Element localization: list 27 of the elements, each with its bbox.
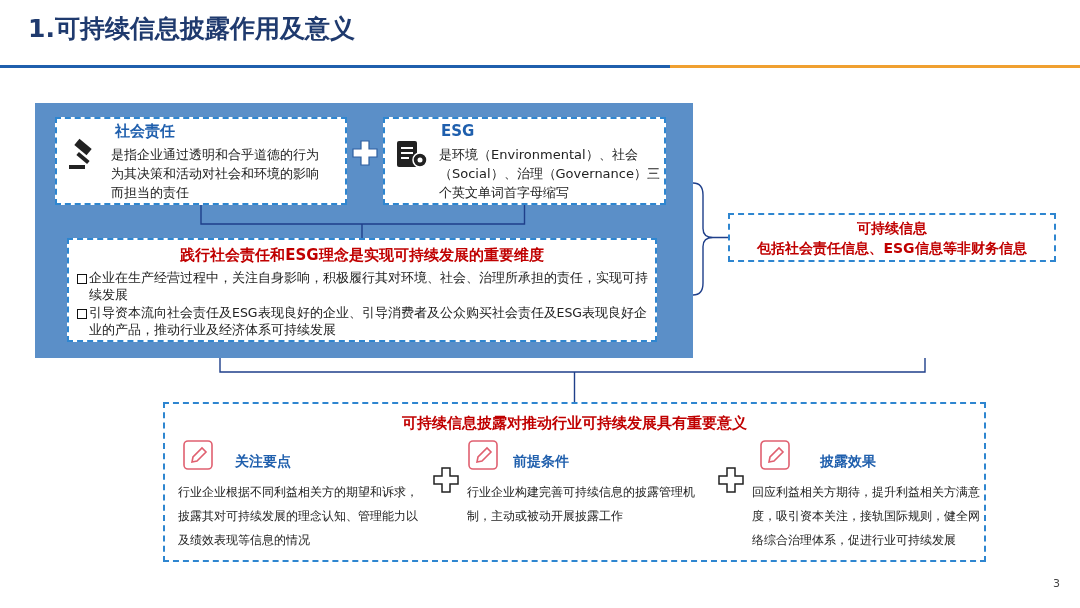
box-text: 是环境（Environmental）、社会（Social）、治理（Governance）三个英文单词首字母缩写	[439, 146, 661, 202]
curly-brace	[692, 182, 729, 296]
box-text: 包括社会责任信息、ESG信息等非财务信息	[756, 239, 1028, 258]
box-heading: 践行社会责任和ESG理念是实现可持续发展的重要维度	[179, 246, 545, 265]
column-text: 行业企业根据不同利益相关方的期望和诉求，披露其对可持续发展的理念认知、管理能力以及绩效表现等信息的情况	[178, 484, 419, 549]
dashed-box	[383, 117, 666, 205]
bullet-text: 引导资本流向社会责任及ESG表现良好的企业、引导消费者及公众购买社会责任及ESG表现良好企业的产品，推动行业及经济体系可持续发展	[89, 304, 649, 338]
panel-background	[35, 103, 693, 358]
dashed-box	[163, 402, 986, 562]
column-heading: 关注要点	[235, 453, 291, 471]
dashed-box	[67, 238, 657, 342]
column-heading: 披露效果	[820, 453, 876, 471]
bracket-connector	[219, 357, 926, 403]
box-heading: 可持续信息披露对推动行业可持续发展具有重要意义	[401, 414, 748, 433]
dashed-box	[55, 117, 347, 205]
page-number: 3	[1053, 577, 1060, 590]
column-text: 行业企业构建完善可持续信息的披露管理机制，主动或被动开展披露工作	[467, 484, 696, 525]
bullet-text: 企业在生产经营过程中，关注自身影响，积极履行其对环境、社会、治理所承担的责任，实现可持续发展	[89, 269, 649, 303]
dashed-box	[728, 213, 1056, 262]
page-title: 1.可持续信息披露作用及意义	[28, 13, 355, 45]
column-heading: 前提条件	[513, 453, 569, 471]
column-text: 回应利益相关方期待，提升利益相关方满意度，吸引资本关注，接轨国际规则，健全网络综合治理体系，促进行业可持续发展	[752, 484, 981, 549]
box-text: 可持续信息	[856, 219, 928, 238]
bracket-connector	[200, 204, 526, 239]
box-text: 是指企业通过透明和合乎道德的行为为其决策和活动对社会和环境的影响而担当的责任	[111, 146, 320, 202]
box-heading: ESG	[441, 122, 475, 140]
box-heading: 社会责任	[115, 122, 175, 141]
